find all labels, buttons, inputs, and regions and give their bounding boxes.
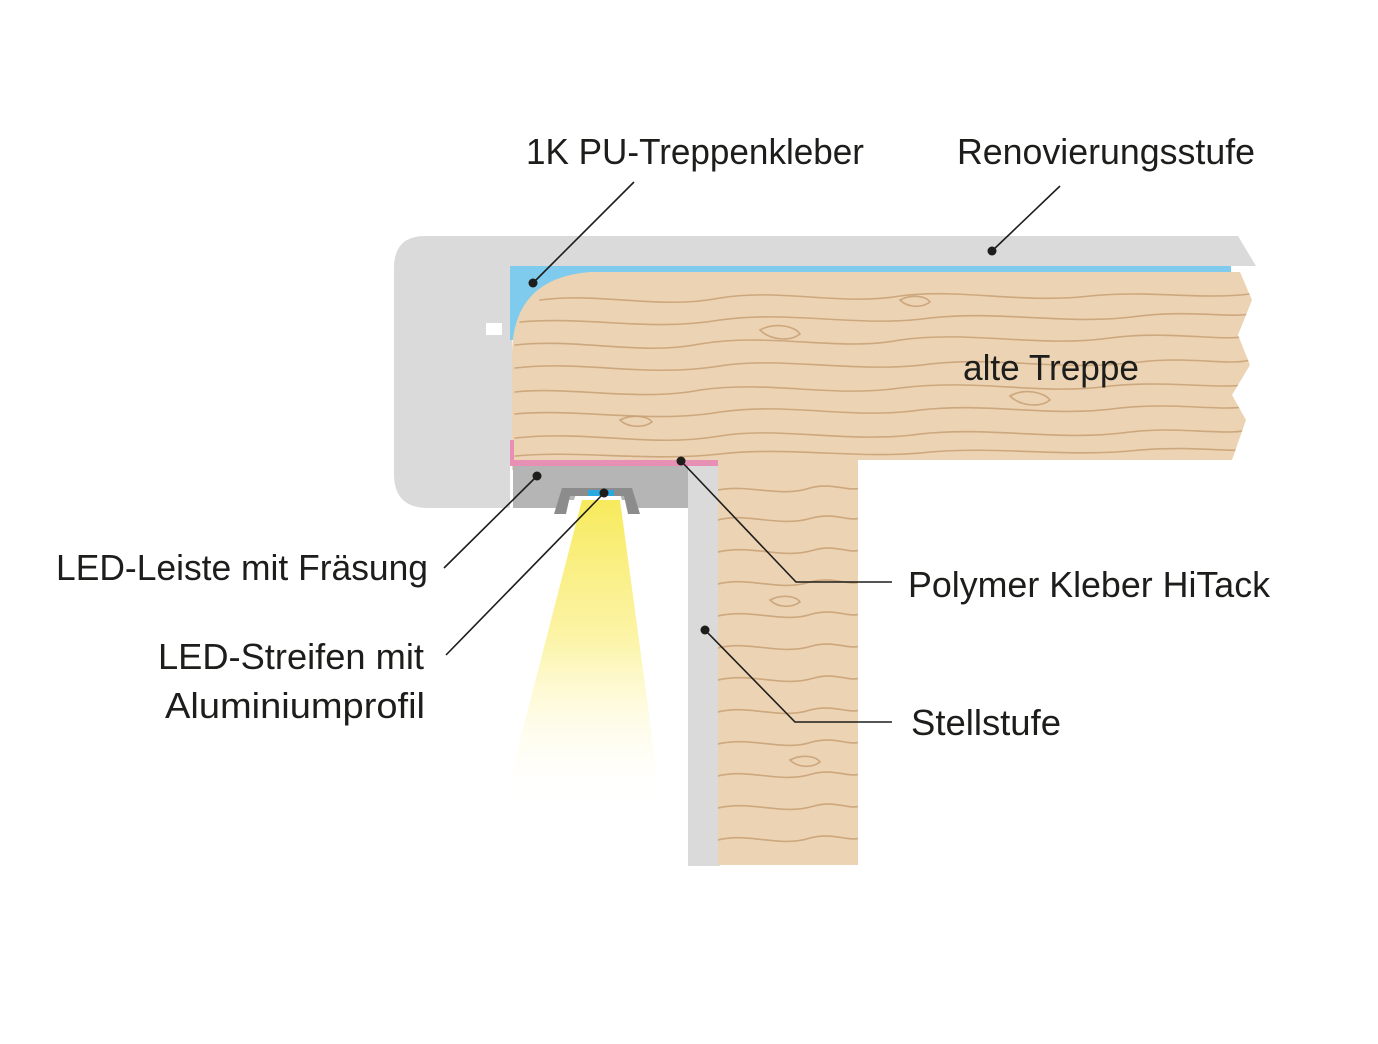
polymer-adhesive-layer xyxy=(510,440,718,466)
leader-led-stripe xyxy=(445,488,609,656)
riser-wood xyxy=(718,460,858,865)
riser-wood-grain xyxy=(718,485,858,843)
aluminium-profile xyxy=(554,488,640,514)
riser-cover xyxy=(688,466,720,866)
old-stair-tread xyxy=(512,272,1252,470)
label-led-bar: LED-Leiste mit Fräsung xyxy=(56,547,428,588)
leader-pu-adhesive xyxy=(528,181,635,288)
renovation-step-shape xyxy=(394,236,1256,508)
leader-riser xyxy=(700,625,892,723)
led-bar-with-milling xyxy=(513,466,688,508)
label-pu-adhesive: 1K PU-Treppenkleber xyxy=(526,131,864,172)
label-riser: Stellstufe xyxy=(911,702,1061,743)
leader-polymer-adhesive xyxy=(676,456,892,583)
label-old-stair: alte Treppe xyxy=(963,347,1139,388)
leader-renovation-step xyxy=(987,185,1061,256)
tread-wood-grain xyxy=(514,292,1251,458)
leader-led-bar xyxy=(443,471,542,569)
label-led-stripe-line2: Aluminiumprofil xyxy=(165,685,425,726)
label-led-stripe-line1: LED-Streifen mit xyxy=(158,636,424,677)
led-light-beam xyxy=(502,500,662,810)
label-renovation-step: Renovierungsstufe xyxy=(957,131,1255,172)
label-polymer-adhesive: Polymer Kleber HiTack xyxy=(908,564,1271,605)
nosing-notch xyxy=(486,323,502,335)
